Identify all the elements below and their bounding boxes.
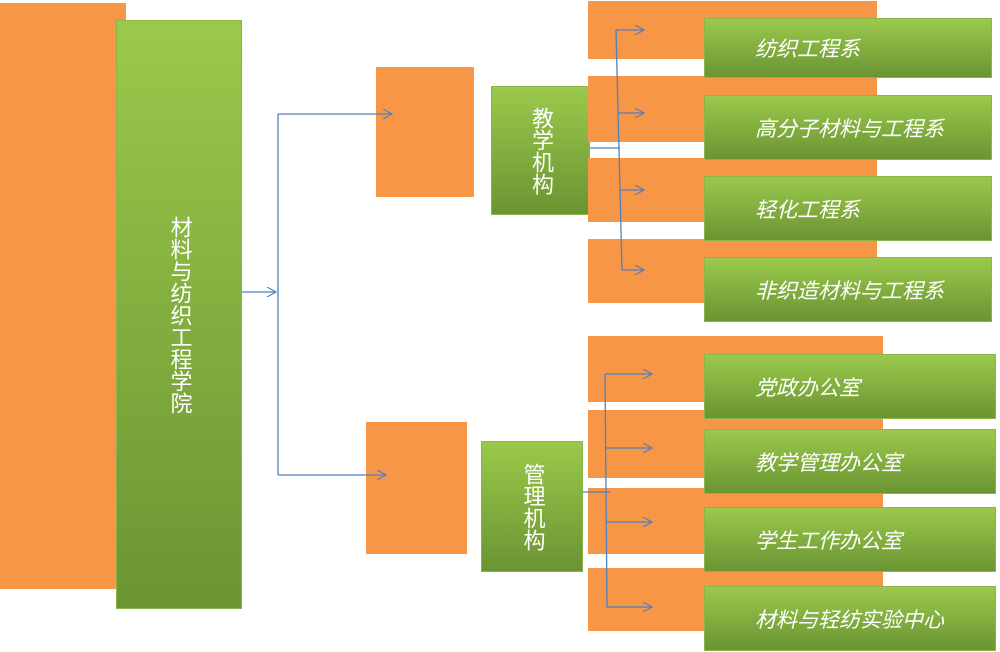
dept-box-polymer: 高分子材料与工程系: [704, 95, 992, 160]
teaching-box: 教学机构: [491, 86, 590, 215]
teaching-label: 教学机构: [528, 106, 553, 195]
college-box: 材料与纺织工程学院: [116, 20, 242, 609]
dept-label: 轻化工程系: [755, 197, 860, 222]
office-box-teaching-admin: 教学管理办公室: [704, 429, 996, 494]
college-shadow-block: [0, 3, 126, 589]
connector-management-trunk: [604, 373, 608, 608]
dept-label: 高分子材料与工程系: [755, 116, 944, 141]
office-box-student-affairs: 学生工作办公室: [704, 507, 996, 572]
management-label: 管理机构: [519, 462, 545, 551]
office-label: 学生工作办公室: [755, 528, 902, 553]
teaching-shadow-block: [376, 67, 474, 197]
dept-box-light-chemical: 轻化工程系: [704, 176, 992, 241]
connector-teaching-trunk: [615, 29, 623, 271]
office-box-lab-center: 材料与轻纺实验中心: [704, 586, 996, 651]
management-box: 管理机构: [481, 441, 583, 572]
office-label: 党政办公室: [755, 375, 860, 400]
dept-label: 纺织工程系: [755, 37, 860, 61]
dept-label: 非织造材料与工程系: [755, 278, 944, 303]
dept-box-textile: 纺织工程系: [704, 18, 992, 78]
office-label: 教学管理办公室: [755, 450, 902, 475]
office-label: 材料与轻纺实验中心: [755, 607, 944, 632]
office-box-party-admin: 党政办公室: [704, 354, 996, 419]
college-label: 材料与纺织工程学院: [166, 215, 192, 414]
dept-box-nonwoven: 非织造材料与工程系: [704, 257, 992, 322]
management-shadow-block: [366, 422, 467, 554]
